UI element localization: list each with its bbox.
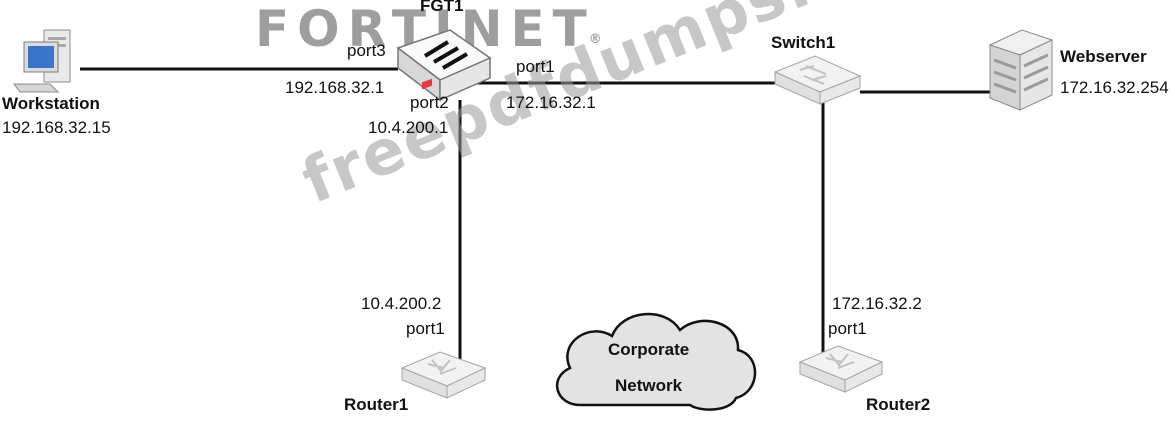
fgt1-port2-ip-label: 10.4.200.1	[368, 118, 449, 137]
webserver-icon	[988, 29, 1054, 111]
fgt1-port1-label: port1	[516, 57, 555, 76]
corporate-network-cloud-icon	[555, 313, 757, 411]
workstation-icon	[13, 29, 71, 93]
fgt1-port3-ip-label: 192.168.32.1	[285, 78, 385, 97]
router1-icon	[400, 351, 487, 399]
fgt1-port1-ip-label: 172.16.32.1	[506, 93, 596, 112]
workstation-name-label: Workstation	[2, 94, 100, 113]
workstation-ip-label: 192.168.32.15	[2, 118, 111, 137]
cloud-label-line1: Corporate	[608, 340, 690, 359]
registered-mark: ®	[588, 32, 602, 47]
router1-name-label: Router1	[344, 395, 409, 414]
router2-port-label: port1	[828, 319, 867, 338]
webserver-ip-label: 172.16.32.254	[1060, 78, 1169, 97]
fgt1-firewall-icon	[396, 29, 492, 102]
fgt1-name-label: FGT1	[420, 0, 464, 15]
switch1-icon	[773, 55, 862, 105]
fgt1-port3-label: port3	[347, 41, 386, 60]
router2-icon	[798, 345, 884, 393]
cloud-label-line2: Network	[615, 376, 683, 395]
fgt1-port2-label: port2	[410, 93, 449, 112]
router1-ip-label: 10.4.200.2	[361, 294, 442, 313]
webserver-name-label: Webserver	[1060, 47, 1147, 66]
router1-port-label: port1	[406, 319, 445, 338]
router2-name-label: Router2	[866, 395, 931, 414]
router2-ip-label: 172.16.32.2	[832, 294, 922, 313]
switch1-name-label: Switch1	[771, 33, 836, 52]
